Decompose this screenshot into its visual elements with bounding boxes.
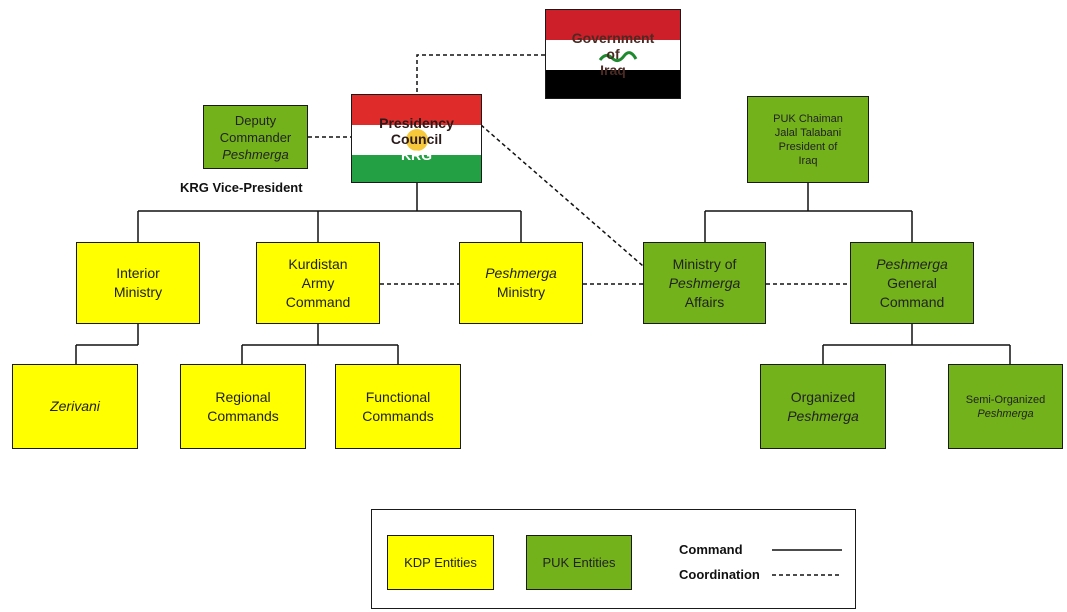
functional-commands-box: Functional Commands [335, 364, 461, 449]
deputy-line2: Commander [219, 129, 292, 145]
peshmerga-ministry-line1: Peshmerga [485, 265, 557, 281]
deputy-caption: KRG Vice-President [180, 180, 303, 195]
kurd-flag-sun-icon [406, 129, 428, 151]
deputy-line3: Peshmerga [222, 146, 289, 162]
puk-chairman-line1: PUK Chaiman [773, 112, 843, 125]
kurd-flag-red-band [352, 95, 481, 125]
interior-line1: Interior [116, 265, 160, 281]
coordination-line [480, 124, 644, 267]
functional-line1: Functional [365, 388, 431, 405]
zerivani-line1: Zerivani [50, 398, 100, 414]
deputy-commander-box: Deputy Commander Peshmerga [203, 105, 308, 169]
peshmerga-ministry-line2: Ministry [496, 284, 546, 300]
puk-chairman-line4: Iraq [798, 154, 818, 167]
interior-line2: Ministry [113, 284, 163, 300]
coordination-line [416, 54, 545, 95]
kurdistan-army-line3: Command [285, 293, 351, 310]
ministry-affairs-line3: Affairs [684, 293, 725, 310]
puk-chairman-line2: Jalal Talabani [774, 126, 842, 139]
legend-puk-label: PUK Entities [542, 555, 616, 570]
legend-command-label: Command [679, 542, 743, 557]
legend-kdp-label: KDP Entities [404, 555, 477, 570]
semi-organized-line1: Semi-Organized [965, 393, 1046, 406]
organized-line2: Peshmerga [787, 407, 859, 424]
semi-organized-line2: Peshmerga [977, 407, 1034, 420]
kurdistan-army-command-box: Kurdistan Army Command [256, 242, 380, 324]
kurdistan-army-line2: Army [301, 274, 335, 291]
general-command-line3: Command [879, 293, 945, 310]
zerivani-box: Zerivani [12, 364, 138, 449]
ministry-affairs-line1: Ministry of [672, 255, 737, 272]
legend-kdp-swatch: KDP Entities [387, 535, 494, 590]
presidency-line2: Council [390, 130, 443, 147]
presidency-council-box: Presidency Council KRG [351, 94, 482, 183]
peshmerga-ministry-box: Peshmerga Ministry [459, 242, 583, 324]
semi-organized-peshmerga-box: Semi-Organized Peshmerga [948, 364, 1063, 449]
legend-coordination-line [772, 574, 842, 576]
ministry-of-peshmerga-affairs-box: Ministry of Peshmerga Affairs [643, 242, 766, 324]
government-line3: Iraq [600, 62, 626, 78]
puk-chairman-box: PUK Chaiman Jalal Talabani President of … [747, 96, 869, 183]
puk-chairman-line3: President of [778, 140, 838, 153]
functional-line2: Commands [362, 407, 434, 424]
regional-line2: Commands [207, 407, 279, 424]
deputy-line1: Deputy [234, 112, 277, 128]
ministry-affairs-line2: Peshmerga [668, 274, 741, 291]
iraq-flag-black-band [546, 70, 680, 98]
presidency-line3: KRG [400, 146, 433, 163]
presidency-line1: Presidency [379, 114, 454, 131]
general-command-line1: Peshmerga [876, 255, 948, 272]
legend: KDP Entities PUK Entities Command Coordi… [371, 509, 856, 609]
peshmerga-general-command-box: Peshmerga General Command [850, 242, 974, 324]
iraq-flag-emblem-icon [598, 51, 638, 63]
kurd-flag-green-band [352, 155, 481, 182]
regional-line1: Regional [215, 388, 271, 405]
organized-line1: Organized [790, 388, 856, 405]
government-line1: Government [571, 30, 655, 46]
general-command-line2: General [887, 274, 937, 291]
legend-puk-swatch: PUK Entities [526, 535, 632, 590]
legend-command-line [772, 549, 842, 551]
government-line2: of [606, 46, 620, 62]
legend-coordination-label: Coordination [679, 567, 760, 582]
government-of-iraq-box: Government of Iraq [545, 9, 681, 99]
organized-peshmerga-box: Organized Peshmerga [760, 364, 886, 449]
iraq-flag-red-band [546, 10, 680, 40]
interior-ministry-box: Interior Ministry [76, 242, 200, 324]
regional-commands-box: Regional Commands [180, 364, 306, 449]
iraq-flag-white-band [546, 40, 680, 70]
kurdistan-army-line1: Kurdistan [288, 255, 348, 272]
